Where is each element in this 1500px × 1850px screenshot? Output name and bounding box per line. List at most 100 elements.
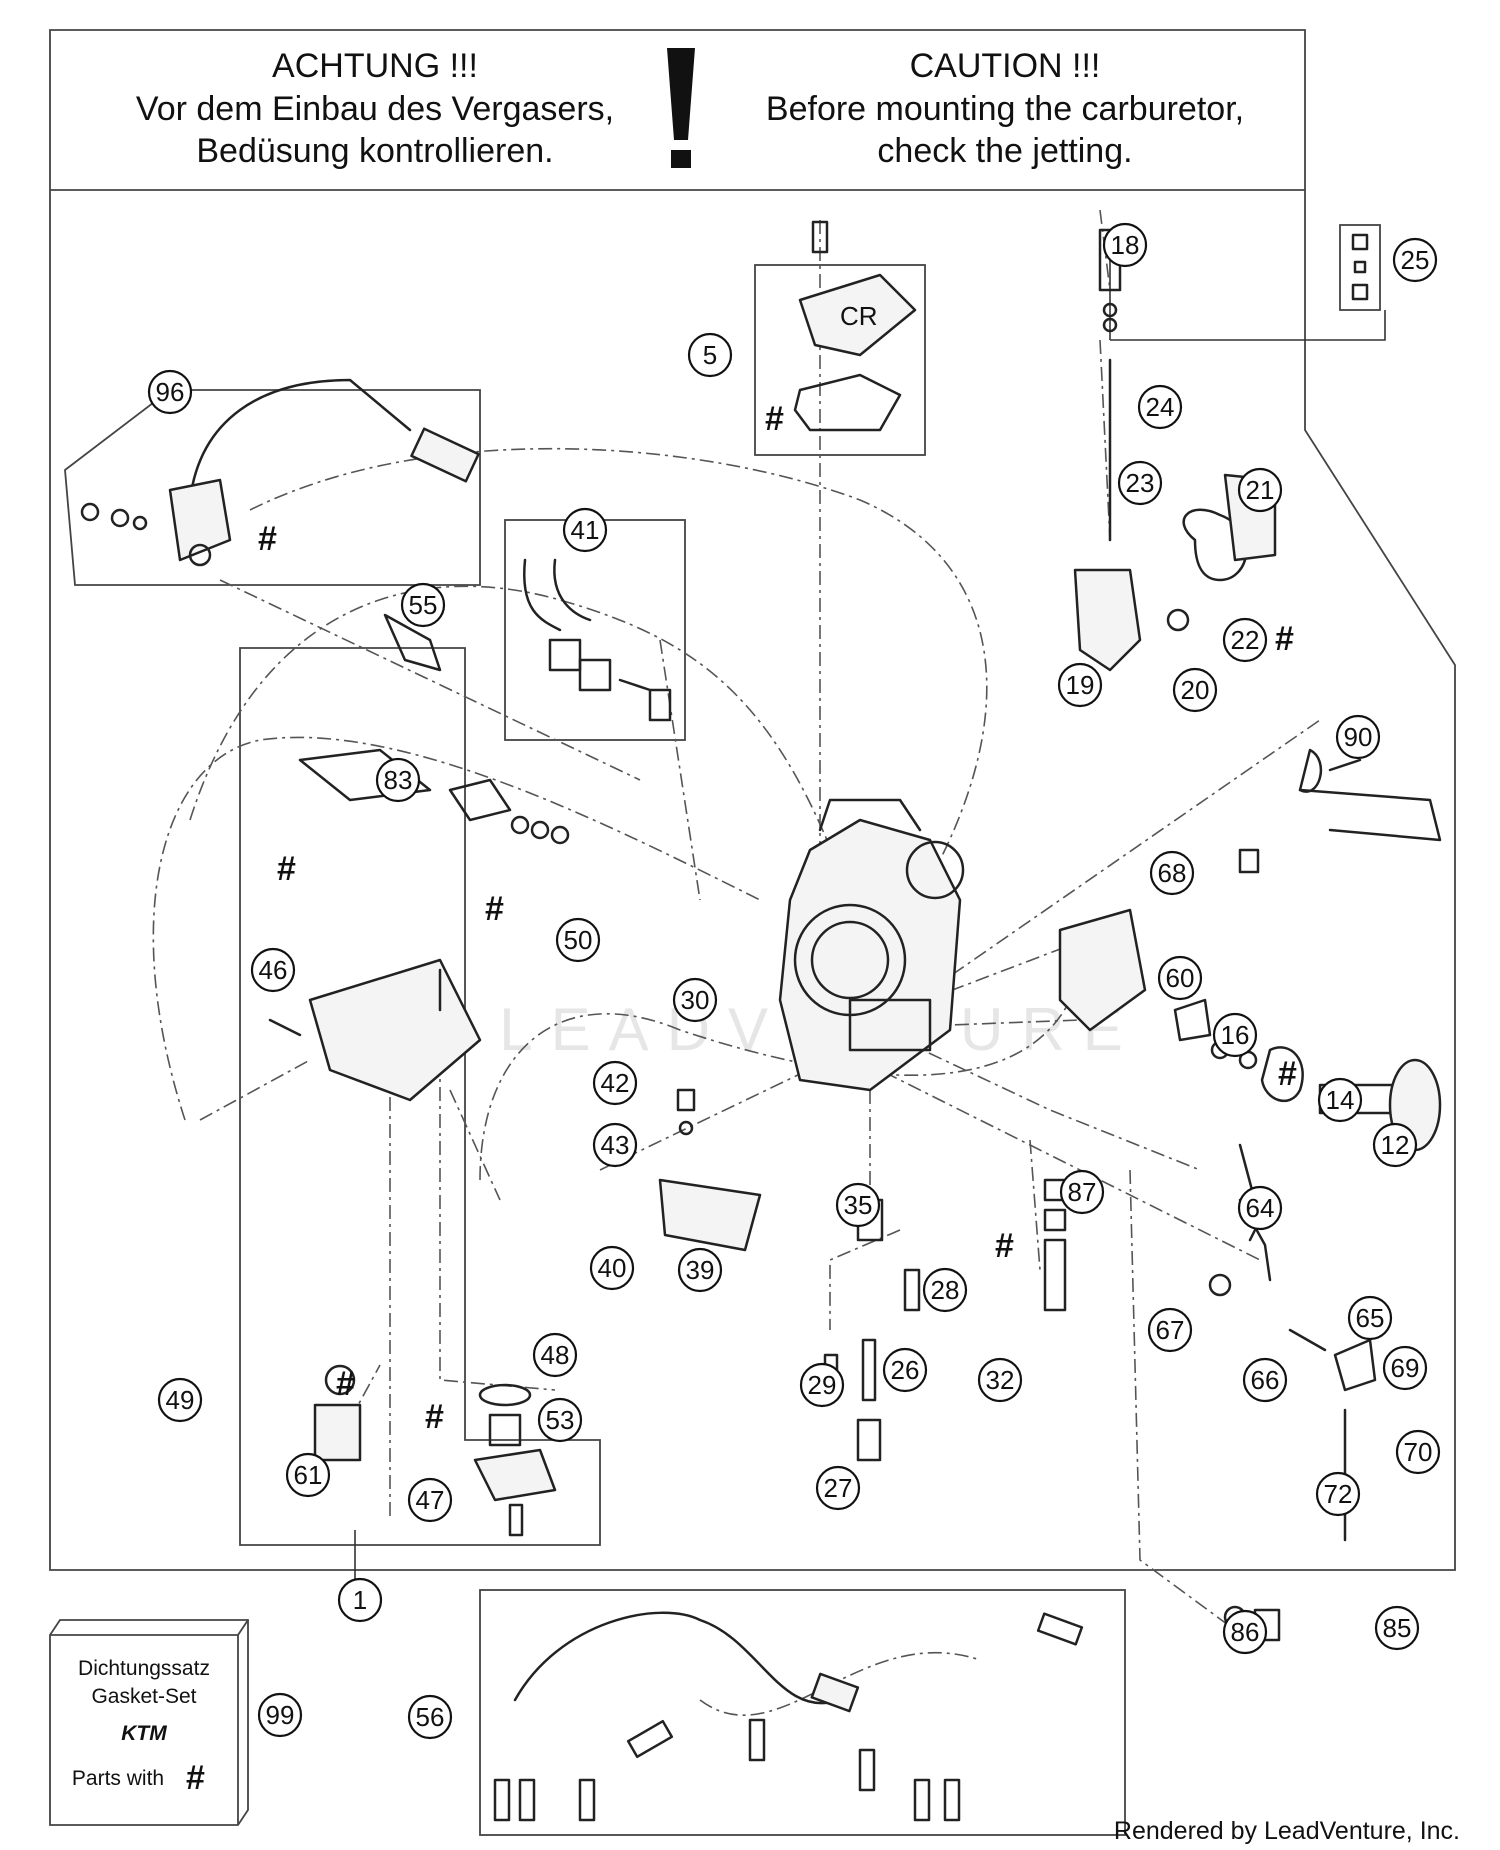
callout-72: 72 xyxy=(1315,1471,1361,1517)
callout-number: 24 xyxy=(1146,392,1175,422)
callout-87: 87 xyxy=(1059,1169,1105,1215)
callout-circle xyxy=(1222,1609,1268,1655)
callout-number: 41 xyxy=(571,515,600,545)
callout-circle xyxy=(1212,1012,1258,1058)
callout-50: 50 xyxy=(555,917,601,963)
callout-55: 55 xyxy=(400,582,446,628)
callout-number: 50 xyxy=(564,925,593,955)
callout-number: 68 xyxy=(1158,858,1187,888)
callout-32: 32 xyxy=(977,1357,1023,1403)
hash-mark: # xyxy=(995,1227,1014,1265)
callout-circle xyxy=(532,1332,578,1378)
callout-circle xyxy=(1395,1429,1441,1475)
callout-circle xyxy=(882,1347,928,1393)
callout-number: 90 xyxy=(1344,722,1373,752)
cover-cr: CR xyxy=(793,220,917,432)
callout-number: 25 xyxy=(1401,245,1430,275)
callout-circle xyxy=(1137,384,1183,430)
callout-circle xyxy=(677,1247,723,1293)
callout-circle xyxy=(1374,1605,1420,1651)
callout-66: 66 xyxy=(1242,1357,1288,1403)
callout-number: 27 xyxy=(824,1473,853,1503)
hash-mark: # xyxy=(277,850,296,888)
callout-number: 22 xyxy=(1231,625,1260,655)
callout-25: 25 xyxy=(1392,237,1438,283)
callout-number: 32 xyxy=(986,1365,1015,1395)
callout-22: 22 xyxy=(1222,617,1268,663)
gasket-line-3: Parts with xyxy=(72,1767,164,1790)
callout-number: 30 xyxy=(681,985,710,1015)
callout-circle xyxy=(375,757,421,803)
callout-circle xyxy=(337,1577,383,1623)
callout-circle xyxy=(250,947,296,993)
gasket-line-2: Gasket-Set xyxy=(91,1685,196,1708)
callout-number: 43 xyxy=(601,1130,630,1160)
callout-number: 70 xyxy=(1404,1437,1433,1467)
callout-40: 40 xyxy=(589,1245,635,1291)
callout-number: 69 xyxy=(1391,1353,1420,1383)
callout-circle xyxy=(1237,467,1283,513)
callout-circle xyxy=(1149,850,1195,896)
callout-number: 87 xyxy=(1068,1177,1097,1207)
callout-number: 99 xyxy=(266,1700,295,1730)
callout-18: 18 xyxy=(1102,222,1148,268)
callout-number: 47 xyxy=(416,1485,445,1515)
leader-lines xyxy=(152,209,1386,1716)
callout-number: 21 xyxy=(1246,475,1275,505)
callout-28: 28 xyxy=(922,1267,968,1313)
hash-marks: # # # # # # # # # xyxy=(258,400,1297,1436)
callout-39: 39 xyxy=(677,1247,723,1293)
callout-65: 65 xyxy=(1347,1295,1393,1341)
callout-circle xyxy=(257,1692,303,1738)
callout-circle xyxy=(1059,1169,1105,1215)
callout-46: 46 xyxy=(250,947,296,993)
callout-69: 69 xyxy=(1382,1345,1428,1391)
bowl-parts xyxy=(313,1364,557,1537)
callout-number: 56 xyxy=(416,1702,445,1732)
callout-circle xyxy=(977,1357,1023,1403)
callout-14: 14 xyxy=(1317,1077,1363,1123)
callout-19: 19 xyxy=(1057,662,1103,708)
callout-number: 72 xyxy=(1324,1479,1353,1509)
hash-mark: # xyxy=(765,400,784,438)
callout-23: 23 xyxy=(1117,460,1163,506)
float-bowl xyxy=(268,748,570,1102)
callout-number: 46 xyxy=(259,955,288,985)
callout-number: 96 xyxy=(156,377,185,407)
gasket-set-box: Dichtungssatz Gasket-Set KTM Parts with … xyxy=(49,1619,249,1826)
hash-mark: # xyxy=(336,1365,355,1403)
callout-20: 20 xyxy=(1172,667,1218,713)
hash-mark: # xyxy=(1278,1055,1297,1093)
callout-number: 83 xyxy=(384,765,413,795)
callout-number: 67 xyxy=(1156,1315,1185,1345)
callout-circle xyxy=(589,1245,635,1291)
callout-61: 61 xyxy=(285,1452,331,1498)
callout-circle xyxy=(1347,1295,1393,1341)
callout-circle xyxy=(407,1477,453,1523)
callout-number: 16 xyxy=(1221,1020,1250,1050)
callout-number: 65 xyxy=(1356,1303,1385,1333)
callout-circle xyxy=(1147,1307,1193,1353)
callout-circle xyxy=(592,1060,638,1106)
ktm-logo: KTM xyxy=(121,1722,167,1745)
callout-circle xyxy=(1222,617,1268,663)
callout-number: 26 xyxy=(891,1355,920,1385)
gasket-hash: # xyxy=(186,1759,205,1797)
callout-number: 29 xyxy=(808,1370,837,1400)
callout-circle xyxy=(1117,460,1163,506)
callout-circle xyxy=(562,507,608,553)
callout-60: 60 xyxy=(1157,955,1203,1001)
callout-circle xyxy=(555,917,601,963)
hash-mark: # xyxy=(258,520,277,558)
callout-26: 26 xyxy=(882,1347,928,1393)
callout-53: 53 xyxy=(537,1397,583,1443)
exclamation-dot xyxy=(671,150,691,168)
callout-circle xyxy=(592,1122,638,1168)
callout-86: 86 xyxy=(1222,1609,1268,1655)
callout-30: 30 xyxy=(672,977,718,1023)
callout-21: 21 xyxy=(1237,467,1283,513)
callout-circle xyxy=(672,977,718,1023)
callout-number: 1 xyxy=(353,1585,367,1615)
callout-24: 24 xyxy=(1137,384,1183,430)
